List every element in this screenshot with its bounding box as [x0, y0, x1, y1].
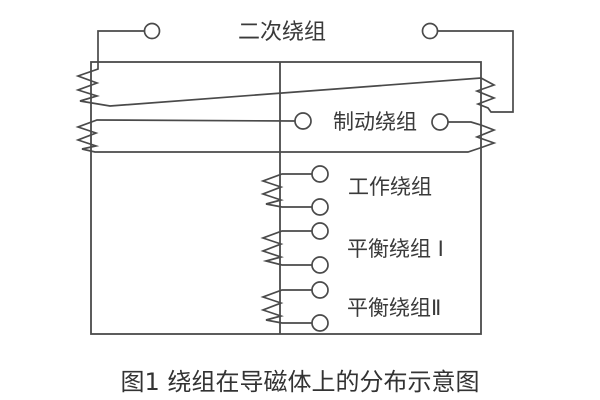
secondary-terminal-left-icon [143, 22, 161, 40]
brake-terminal-left-icon [294, 112, 312, 130]
brake-terminal-right-icon [431, 113, 449, 131]
secondary-winding-coil [75, 30, 514, 113]
balance2-winding-label: 平衡绕组Ⅱ [347, 296, 441, 320]
balance2-terminal-top-icon [311, 281, 329, 299]
balance2-terminal-bottom-icon [311, 314, 329, 332]
balance1-terminal-bottom-icon [311, 256, 329, 274]
balance1-winding-coil [260, 230, 312, 266]
work-terminal-bottom-icon [311, 198, 329, 216]
balance1-winding-label: 平衡绕组 Ⅰ [347, 237, 444, 261]
brake-winding-label: 制动绕组 [333, 110, 417, 134]
balance1-terminal-top-icon [311, 222, 329, 240]
secondary-winding-label: 二次绕组 [238, 20, 326, 45]
secondary-terminal-right-icon [421, 22, 439, 40]
core-outline [90, 61, 482, 335]
brake-winding-coil [75, 119, 497, 153]
work-terminal-top-icon [311, 165, 329, 183]
work-winding-label: 工作绕组 [348, 175, 432, 199]
work-winding-coil [260, 173, 312, 208]
figure-caption: 图1 绕组在导磁体上的分布示意图 [120, 368, 480, 396]
balance2-winding-coil [260, 289, 312, 324]
